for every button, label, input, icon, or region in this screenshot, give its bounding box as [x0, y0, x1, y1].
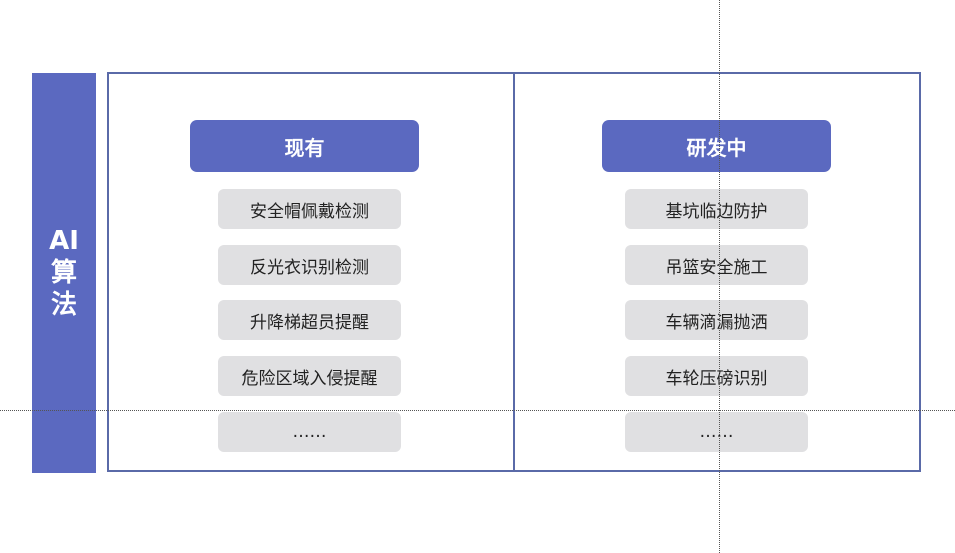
horizontal-guide-line [0, 410, 955, 411]
dev-item-pit-edge-protection: 基坑临边防护 [625, 189, 808, 229]
dev-item-vehicle-spill: 车辆滴漏抛洒 [625, 300, 808, 340]
existing-item-more: …… [218, 412, 401, 452]
in-development-header: 研发中 [602, 120, 831, 172]
existing-item-danger-zone-intrusion: 危险区域入侵提醒 [218, 356, 401, 396]
ai-algorithm-sidebar: AI算法 [32, 73, 96, 473]
dev-item-wheel-weighing: 车轮压磅识别 [625, 356, 808, 396]
dev-item-hanging-basket-safety: 吊篮安全施工 [625, 245, 808, 285]
existing-item-elevator-overload: 升降梯超员提醒 [218, 300, 401, 340]
vertical-guide-line [719, 0, 720, 553]
dev-item-more: …… [625, 412, 808, 452]
existing-item-vest-detection: 反光衣识别检测 [218, 245, 401, 285]
in-development-panel: 研发中 基坑临边防护 吊篮安全施工 车辆滴漏抛洒 车轮压磅识别 …… [513, 72, 921, 472]
existing-item-helmet-detection: 安全帽佩戴检测 [218, 189, 401, 229]
existing-header: 现有 [190, 120, 419, 172]
existing-panel: 现有 安全帽佩戴检测 反光衣识别检测 升降梯超员提醒 危险区域入侵提醒 …… [107, 72, 516, 472]
sidebar-label: AI算法 [49, 226, 79, 320]
